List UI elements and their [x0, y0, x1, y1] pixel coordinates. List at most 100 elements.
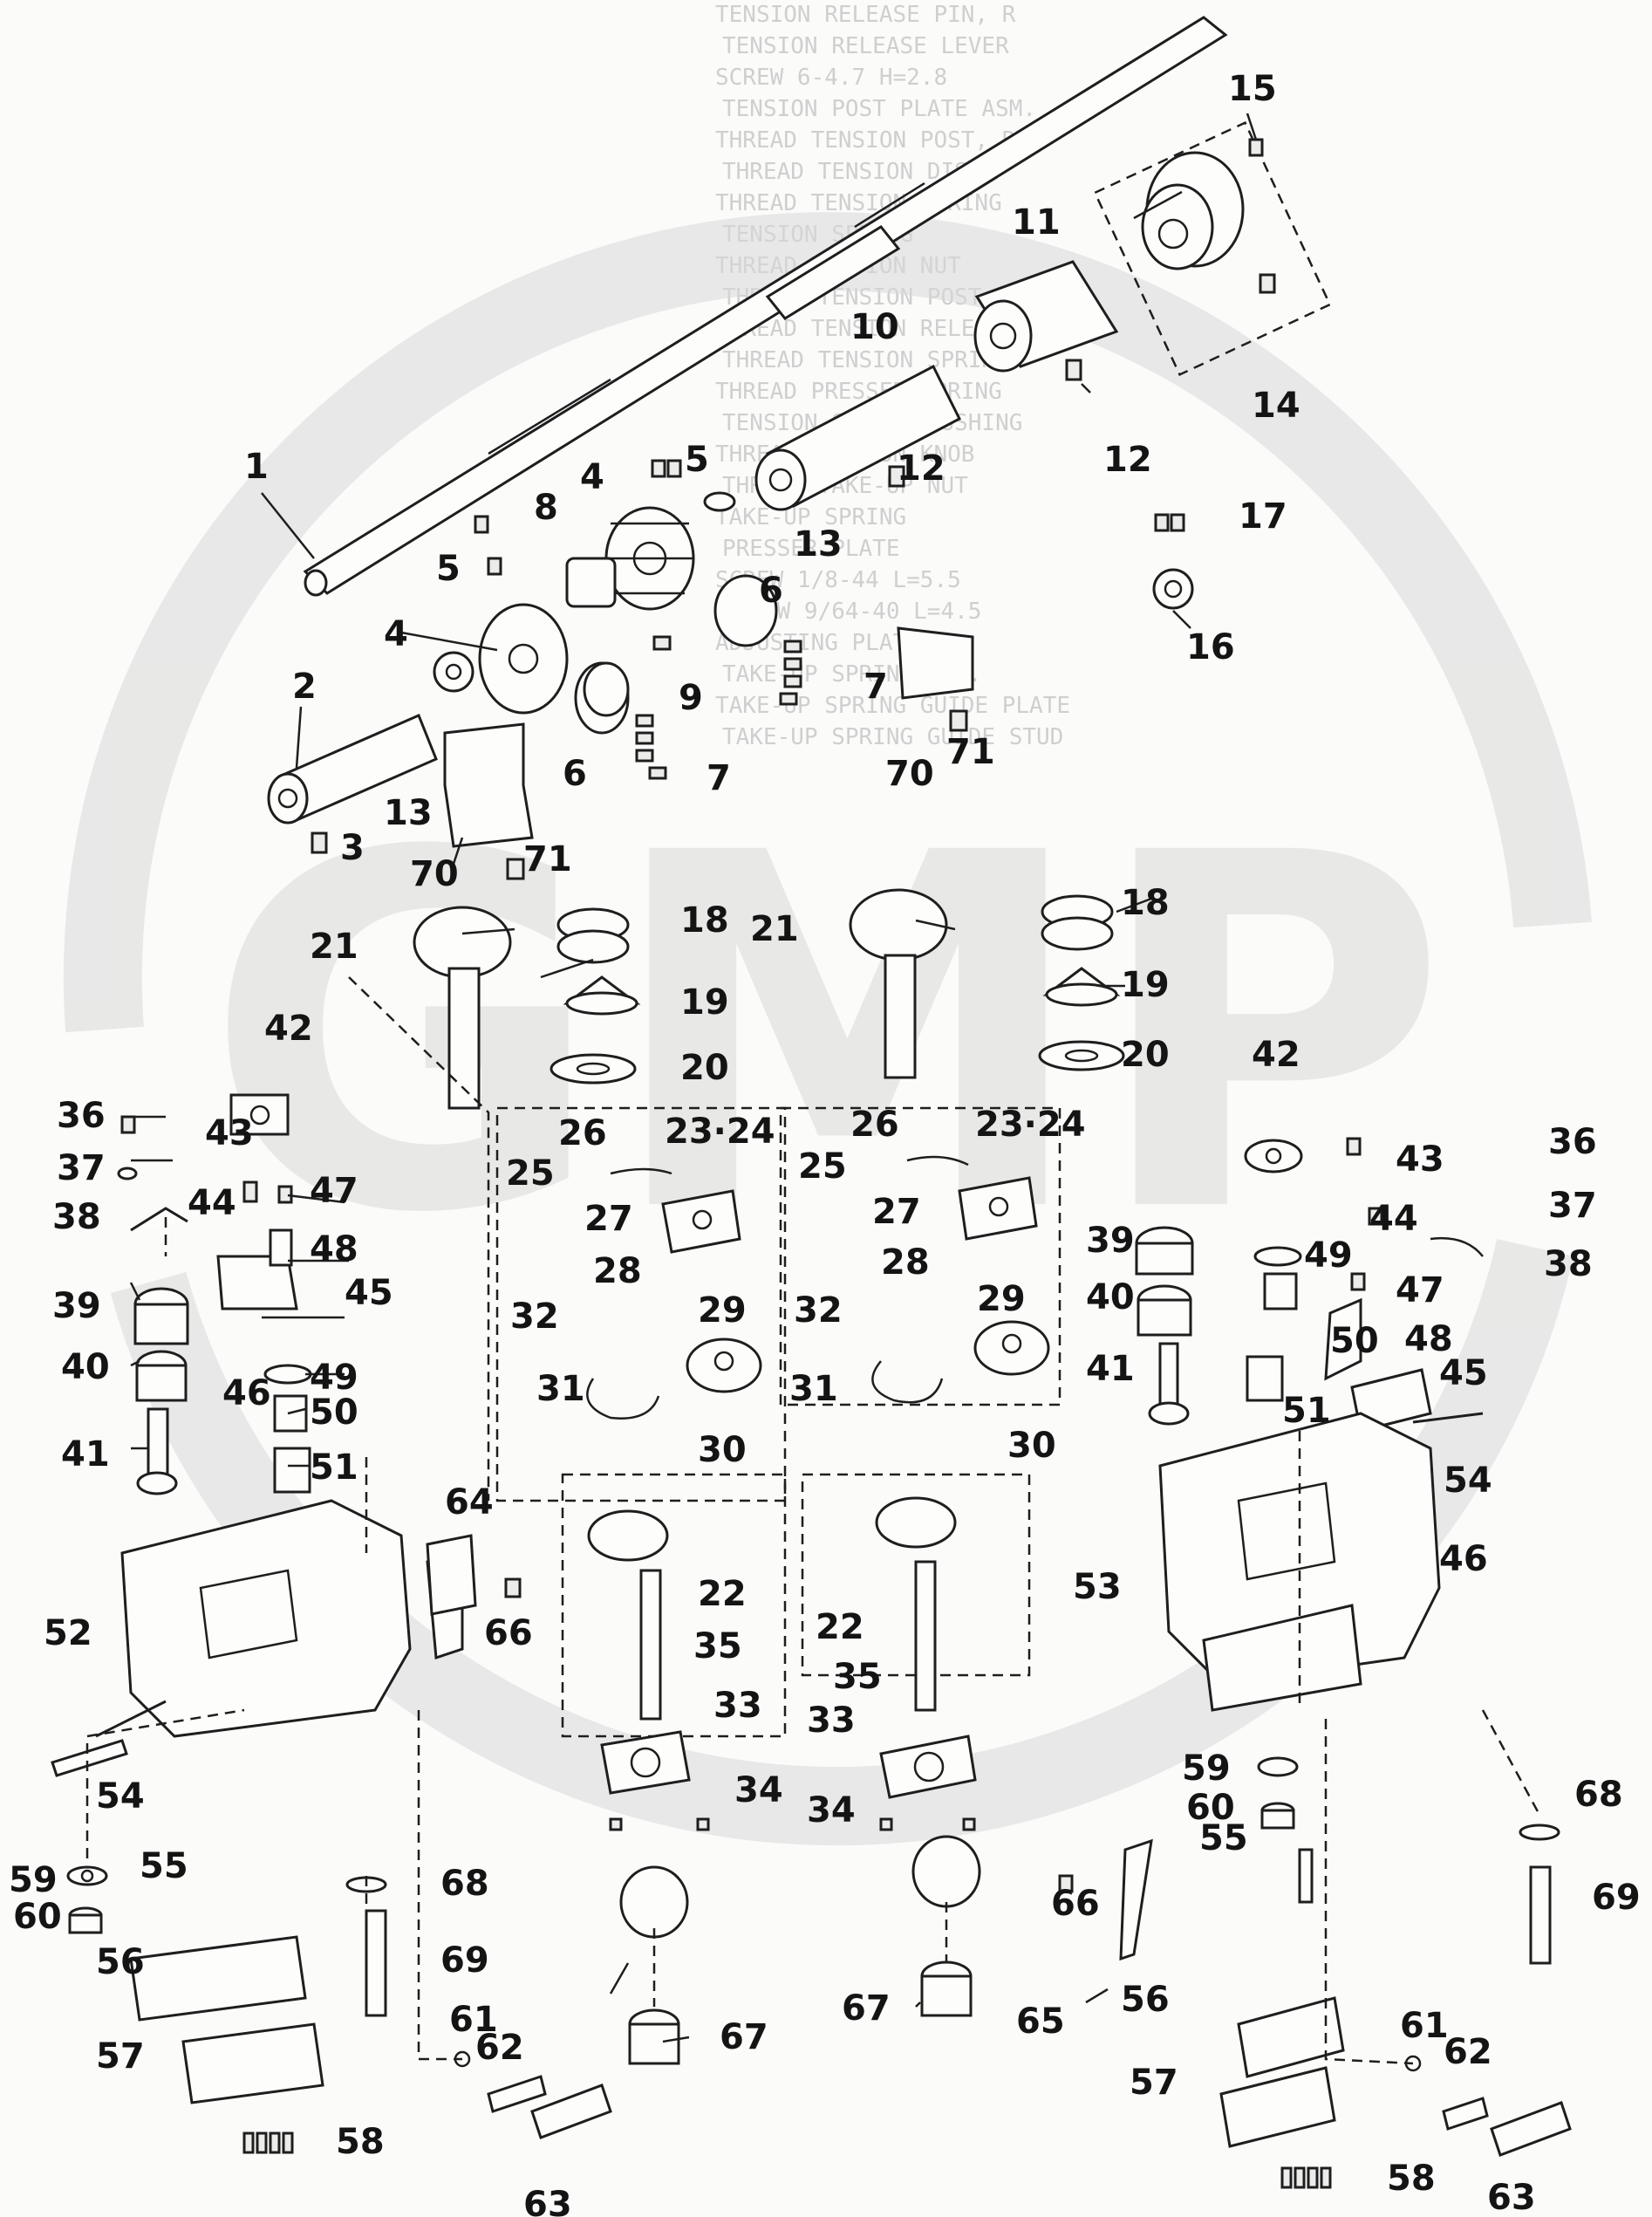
takeup-assemblies	[495, 1106, 1062, 1831]
show-through-line: PRESSER PLATE	[722, 536, 900, 562]
callout-1: 1	[244, 447, 269, 487]
callout-31: 31	[789, 1369, 838, 1409]
callout-23-24: 23·24	[975, 1105, 1086, 1145]
callout-12: 12	[1103, 440, 1152, 480]
callout-68: 68	[1574, 1775, 1623, 1815]
callout-38: 38	[52, 1197, 101, 1237]
callout-67: 67	[720, 2017, 768, 2057]
main-shaft	[303, 16, 1228, 597]
callout-47: 47	[310, 1171, 358, 1211]
callout-66: 66	[1051, 1884, 1100, 1924]
show-through-line: THREAD PRESSER SPRING	[715, 379, 1002, 405]
callout-20: 20	[680, 1048, 729, 1088]
callout-5: 5	[436, 549, 461, 589]
callout-55: 55	[140, 1846, 188, 1886]
bottom-right-parts	[1058, 1756, 1572, 2157]
callout-37: 37	[1548, 1186, 1597, 1226]
callout-42: 42	[264, 1009, 313, 1049]
callout-57: 57	[1130, 2063, 1178, 2103]
callout-60: 60	[13, 1897, 62, 1937]
callout-61: 61	[449, 2000, 498, 2040]
callout-22: 22	[816, 1607, 864, 1647]
show-through-line: TAKE-UP SPRING	[715, 504, 906, 530]
callout-27: 27	[872, 1192, 921, 1232]
callout-48: 48	[1404, 1319, 1453, 1359]
callout-5: 5	[685, 440, 709, 480]
callout-29: 29	[977, 1279, 1026, 1319]
callout-32: 32	[794, 1290, 843, 1331]
callout-29: 29	[698, 1290, 747, 1331]
callout-19: 19	[1121, 965, 1170, 1005]
callout-69: 69	[440, 1940, 489, 1981]
callout-2: 2	[292, 667, 317, 707]
callout-52: 52	[44, 1613, 92, 1653]
callout-45: 45	[1439, 1353, 1488, 1393]
right-looper-parts	[1135, 1137, 1484, 1433]
callout-62: 62	[475, 2028, 524, 2068]
callout-11: 11	[1012, 202, 1061, 243]
callout-51: 51	[1282, 1391, 1331, 1431]
callout-36: 36	[1548, 1122, 1597, 1162]
callout-35: 35	[833, 1657, 882, 1697]
callout-55: 55	[1199, 1818, 1248, 1858]
callout-69: 69	[1592, 1878, 1641, 1918]
callout-65: 65	[1016, 2001, 1065, 2042]
callout-36: 36	[57, 1096, 106, 1136]
callout-66: 66	[484, 1613, 533, 1653]
callout-67: 67	[842, 1988, 891, 2029]
show-through-line: THREAD TENSION SPRING	[722, 347, 1009, 373]
callout-39: 39	[52, 1286, 101, 1326]
callout-17: 17	[1239, 496, 1287, 537]
callout-27: 27	[584, 1199, 633, 1239]
callout-6: 6	[563, 754, 587, 794]
show-through-line: TAKE-UP SPRING GUIDE STUD	[722, 724, 1063, 750]
callout-28: 28	[593, 1251, 642, 1291]
callout-4: 4	[580, 457, 604, 497]
callout-39: 39	[1086, 1221, 1135, 1261]
callout-40: 40	[1086, 1277, 1135, 1317]
callout-34: 34	[807, 1790, 856, 1830]
callout-58: 58	[1387, 2159, 1436, 2199]
right-frame	[1158, 1412, 1484, 1712]
callout-49: 49	[310, 1358, 358, 1398]
callout-15: 15	[1228, 69, 1277, 109]
callout-70: 70	[885, 754, 934, 794]
callout-63: 63	[1487, 2178, 1536, 2217]
callout-58: 58	[336, 2122, 385, 2162]
callout-25: 25	[798, 1146, 847, 1187]
callout-49: 49	[1304, 1235, 1353, 1276]
callout-26: 26	[850, 1105, 899, 1145]
callout-13: 13	[384, 793, 433, 833]
callout-47: 47	[1396, 1270, 1444, 1310]
gear-sleeve	[754, 364, 961, 511]
callout-48: 48	[310, 1229, 358, 1269]
callout-31: 31	[536, 1369, 585, 1409]
callout-44: 44	[1369, 1199, 1418, 1239]
callout-41: 41	[1086, 1349, 1135, 1389]
collar-assembly	[973, 120, 1332, 381]
callout-44: 44	[188, 1183, 236, 1223]
callout-10: 10	[850, 307, 899, 347]
show-through-line: TENSION RELEASE LEVER	[722, 33, 1009, 59]
callout-21: 21	[750, 909, 799, 949]
callout-68: 68	[440, 1864, 489, 1904]
callout-71: 71	[523, 839, 572, 879]
callout-28: 28	[881, 1242, 930, 1283]
callout-38: 38	[1544, 1244, 1593, 1284]
callout-23-24: 23·24	[665, 1112, 775, 1152]
callout-30: 30	[1007, 1426, 1056, 1466]
callout-41: 41	[61, 1434, 110, 1475]
callout-56: 56	[1121, 1980, 1170, 2020]
left-frame	[95, 1499, 464, 1738]
callout-13: 13	[794, 524, 843, 565]
callout-21: 21	[310, 927, 358, 967]
callout-25: 25	[506, 1153, 555, 1194]
callout-50: 50	[310, 1392, 358, 1433]
callout-30: 30	[698, 1430, 747, 1470]
callout-19: 19	[680, 982, 729, 1023]
callout-54: 54	[1444, 1461, 1492, 1501]
show-through-line: THREAD TENSION POST, R	[715, 127, 1016, 154]
